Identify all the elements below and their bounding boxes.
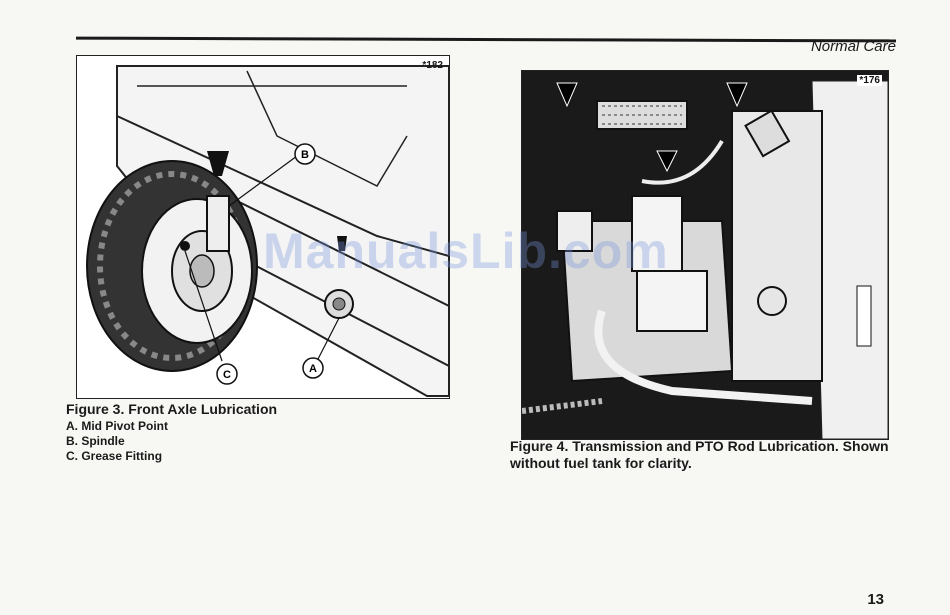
callout-c: C xyxy=(223,369,231,381)
figure-4-code: *176 xyxy=(857,75,882,86)
figure-3-title: Figure 3. Front Axle Lubrication xyxy=(66,401,277,417)
page-number: 13 xyxy=(867,591,884,608)
callout-a: A xyxy=(309,363,317,375)
figure-3-legend: A. Mid Pivot Point B. Spindle C. Grease … xyxy=(66,419,168,464)
watermark: ManualsLib.com xyxy=(263,222,669,280)
legend-item-c: C. Grease Fitting xyxy=(66,449,168,464)
section-title: Normal Care xyxy=(811,38,896,55)
figure-4-caption: Figure 4. Transmission and PTO Rod Lubri… xyxy=(510,438,900,472)
figure-3-code: *182 xyxy=(422,60,443,71)
legend-item-a: A. Mid Pivot Point xyxy=(66,419,168,434)
header-rule xyxy=(76,37,896,43)
legend-item-b: B. Spindle xyxy=(66,434,168,449)
callout-b: B xyxy=(301,149,309,161)
